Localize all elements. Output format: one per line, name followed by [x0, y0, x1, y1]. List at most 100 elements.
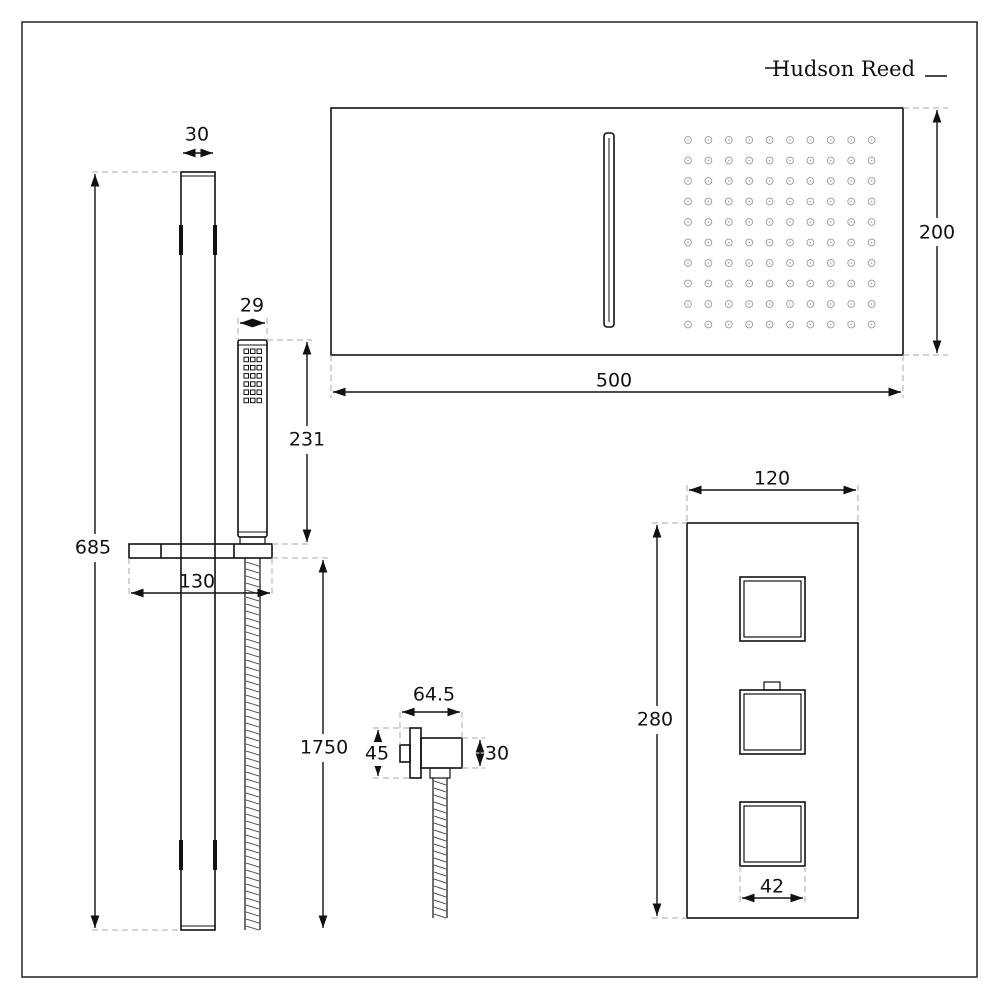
head-width-label: 500	[596, 370, 632, 392]
nozzle	[704, 279, 713, 288]
nozzle	[847, 177, 856, 185]
nozzle	[786, 197, 794, 206]
nozzle	[867, 238, 876, 247]
hose-coil	[245, 631, 260, 637]
slider-width-label: 130	[179, 571, 215, 593]
nozzle	[826, 177, 835, 185]
handset-nozzle	[243, 389, 249, 395]
nozzle	[745, 218, 754, 226]
nozzle	[765, 279, 774, 288]
nozzle	[724, 320, 733, 329]
hose-coil	[433, 836, 447, 842]
handset-nozzle	[250, 356, 256, 363]
hose-coil	[245, 883, 260, 889]
head-height-label: 200	[919, 222, 955, 244]
hose-coil	[245, 582, 260, 588]
hose-length-label: 1750	[300, 737, 348, 759]
nozzle	[704, 156, 713, 165]
nozzle	[704, 218, 713, 226]
nozzle	[847, 156, 856, 165]
handset-nozzle	[256, 364, 262, 371]
hose-coil	[245, 687, 260, 693]
nozzle	[724, 156, 733, 165]
hose-coil	[245, 596, 260, 602]
nozzle	[684, 300, 692, 308]
hose-coil	[245, 925, 260, 931]
nozzle	[765, 177, 774, 185]
dimension-head-width: 500	[330, 355, 904, 398]
hose-coil	[245, 645, 260, 651]
hose-coil	[245, 771, 260, 777]
valve-handle-bottom	[739, 801, 806, 867]
hose-coil	[245, 862, 260, 868]
dimension-rail-height: 685	[72, 171, 181, 931]
nozzle	[745, 136, 754, 144]
hose-coil	[433, 780, 447, 786]
nozzle	[786, 156, 794, 165]
hose-coil	[245, 729, 260, 735]
valve-height-label: 280	[637, 709, 673, 731]
nozzle	[724, 136, 733, 144]
nozzle	[867, 136, 876, 144]
hose-coil	[245, 778, 260, 784]
hose-coil	[433, 864, 447, 870]
nozzle-grid	[684, 136, 876, 329]
hose-coil	[245, 708, 260, 714]
nozzle	[724, 300, 733, 308]
hudson-reed-logo: Hudson Reed	[765, 57, 947, 81]
hose-coil	[433, 913, 447, 919]
hose-coil	[245, 715, 260, 721]
nozzle	[826, 279, 835, 288]
hose-coil	[245, 652, 260, 658]
hose-coil	[245, 680, 260, 686]
hose-coil	[245, 820, 260, 826]
nozzle	[867, 320, 876, 329]
nozzle	[684, 156, 692, 165]
valve-width-label: 120	[754, 468, 790, 490]
nozzle	[867, 218, 876, 226]
handset-nozzle	[256, 348, 262, 354]
nozzle	[847, 300, 856, 308]
hose-coil	[245, 568, 260, 574]
outlet-width-label: 64.5	[413, 684, 455, 706]
nozzle	[847, 197, 856, 206]
hose-coil	[245, 876, 260, 882]
nozzle	[724, 218, 733, 226]
hose-coil	[245, 638, 260, 644]
drawing-border	[21, 21, 978, 978]
hose-coil	[433, 906, 447, 912]
nozzle	[704, 136, 713, 144]
nozzle	[786, 300, 794, 308]
nozzle	[704, 300, 713, 308]
nozzle	[826, 197, 835, 206]
nozzle	[806, 218, 815, 226]
hose-coil	[433, 822, 447, 828]
nozzle	[765, 259, 774, 267]
handset-width-label: 29	[240, 295, 264, 317]
nozzle	[704, 259, 713, 267]
hose-coil	[433, 801, 447, 807]
nozzle	[724, 177, 733, 185]
valve-handle-width-label: 42	[760, 876, 784, 898]
nozzle	[704, 238, 713, 247]
hose-coil	[433, 843, 447, 849]
hose-coil	[433, 885, 447, 891]
nozzle	[806, 177, 815, 185]
hose-coil	[245, 785, 260, 791]
hose-coil	[433, 878, 447, 884]
nozzle	[745, 300, 754, 308]
handset-nozzle	[243, 397, 249, 404]
nozzle	[745, 320, 754, 329]
nozzle	[684, 320, 692, 329]
nozzle	[826, 136, 835, 144]
rail-width-label: 30	[185, 124, 209, 146]
logo-text: Hudson Reed	[772, 57, 915, 81]
nozzle	[745, 238, 754, 247]
hose-coil	[245, 736, 260, 742]
hose-coil	[245, 743, 260, 749]
nozzle	[704, 320, 713, 329]
dimension-valve-width: 120	[686, 468, 859, 523]
nozzle	[806, 136, 815, 144]
hose-coil	[245, 666, 260, 672]
